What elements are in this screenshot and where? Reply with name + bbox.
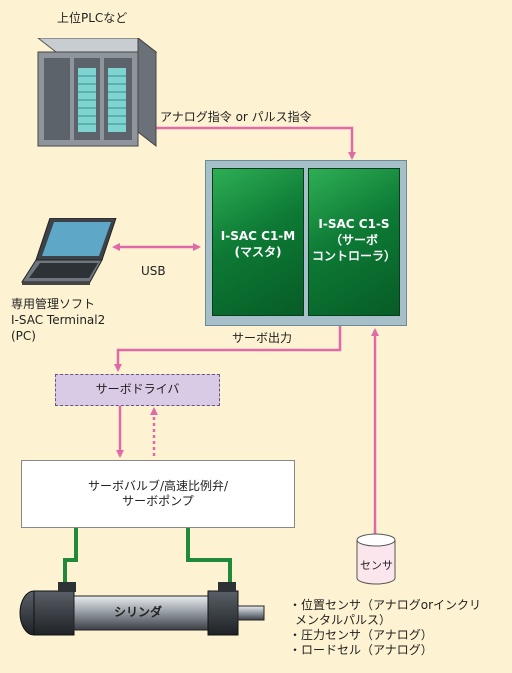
slave-label-line3: コントローラ） xyxy=(311,249,396,263)
hydraulic-line-right xyxy=(186,527,232,585)
servo-driver-label: サーボドライバ xyxy=(95,382,180,396)
sensor-icon xyxy=(356,533,396,585)
slave-label-line1: I-SAC C1-S xyxy=(318,217,390,231)
command-label: アナログ指令 or パルス指令 xyxy=(160,110,312,124)
slave-label-line2: （サーボ xyxy=(329,233,378,247)
valve-label-line2: サーボポンプ xyxy=(122,494,194,508)
sensor-list-item: ・ロードセル（アナログ） xyxy=(289,643,433,657)
sensor-list: ・位置センサ（アナログorインクリ メンタルパルス） ・圧力センサ（アナログ） … xyxy=(289,598,481,658)
laptop-icon xyxy=(21,218,117,285)
cylinder-icon xyxy=(19,582,265,636)
slave-panel: I-SAC C1-S （サーボ コントローラ） xyxy=(308,168,400,316)
pc-label-line1: 専用管理ソフト xyxy=(11,297,96,311)
master-label-line1: I-SAC C1-M xyxy=(220,229,296,243)
servo-valve-box: サーボバルブ/高速比例弁/ サーボポンプ xyxy=(21,460,295,528)
sensor-list-item: メンタルパルス） xyxy=(295,613,392,627)
plc-icon xyxy=(37,38,158,148)
sensor-label: センサ xyxy=(360,559,393,572)
master-panel: I-SAC C1-M (マスタ) xyxy=(212,168,304,316)
servo-output-arrow xyxy=(114,324,342,372)
controller-unit: I-SAC C1-M (マスタ) I-SAC C1-S （サーボ コントローラ） xyxy=(205,160,407,326)
sensor-list-item: ・圧力センサ（アナログ） xyxy=(289,628,433,642)
pc-label-line2: I-SAC Terminal2 xyxy=(11,313,106,327)
servo-driver-box: サーボドライバ xyxy=(55,374,220,406)
pc-label-line3: (PC) xyxy=(11,329,36,343)
usb-label: USB xyxy=(141,264,166,278)
cylinder-label: シリンダ xyxy=(114,605,163,619)
master-label-line2: (マスタ) xyxy=(234,245,282,259)
valve-label-line1: サーボバルブ/高速比例弁/ xyxy=(87,479,229,493)
servo-output-label: サーボ出力 xyxy=(232,331,293,345)
command-arrow xyxy=(150,126,356,160)
sensor-list-item: ・位置センサ（アナログorインクリ xyxy=(289,598,482,612)
plc-label: 上位PLCなど xyxy=(57,11,128,25)
hydraulic-line-left xyxy=(63,527,78,585)
